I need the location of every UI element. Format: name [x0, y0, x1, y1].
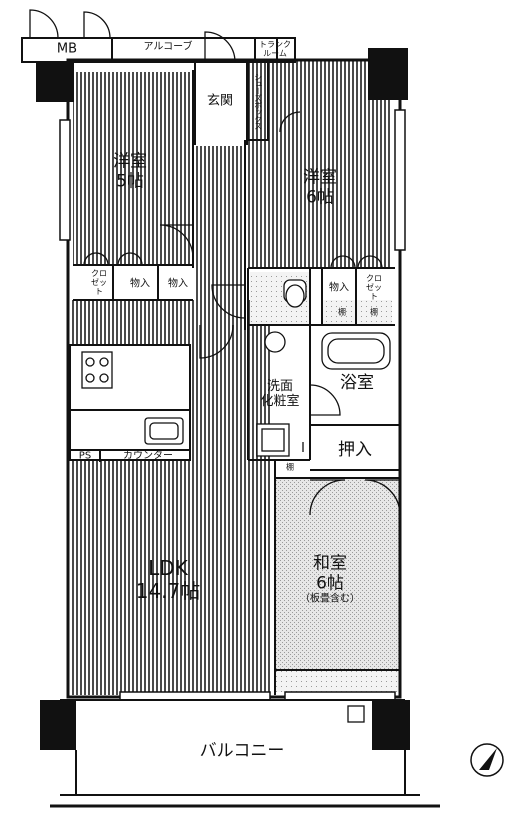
alcove-label: アルコーブ — [143, 41, 193, 53]
mb-label: MB — [56, 41, 78, 57]
column-ne — [368, 48, 408, 100]
western-room-b-size: 6帖 — [306, 187, 334, 207]
floor-western-room-b — [248, 60, 390, 267]
closet-b-label: クロゼット — [366, 274, 382, 302]
shelf-a-label: 棚 — [338, 307, 346, 317]
western-room-b-name: 洋室 — [303, 167, 337, 188]
ldk-name: LDK — [148, 556, 188, 580]
stove — [81, 351, 113, 389]
entrance-label: 玄関 — [206, 93, 234, 109]
japanese-room-size: 6帖 — [316, 573, 344, 594]
western-room-a-name: 洋室 — [113, 151, 147, 172]
western-room-a-size: 5帖 — [116, 171, 144, 191]
storage-c-label: 物入 — [329, 282, 349, 294]
ps-label: PS — [78, 450, 92, 462]
floor-areas — [70, 60, 400, 695]
column-sw — [40, 700, 76, 750]
counter-label: カウンター — [123, 450, 173, 462]
floor-entrance — [195, 68, 247, 146]
storage-b-label: 物入 — [168, 278, 188, 290]
balcony — [50, 699, 440, 808]
japanese-room-name: 和室 — [313, 553, 347, 574]
western-room-b-label: 洋室 6帖 — [303, 168, 337, 207]
balcony-label: バルコニー — [199, 741, 285, 762]
fixtures — [81, 279, 391, 457]
shelf-b-label: 棚 — [370, 307, 378, 317]
ldk-label: LDK 14.7帖 — [136, 557, 201, 603]
oshiire-label: 押入 — [337, 440, 373, 461]
bath-label: 浴室 — [340, 373, 374, 394]
floor-tatami-band — [275, 670, 400, 692]
columns — [36, 48, 410, 750]
wash-basin — [264, 331, 286, 353]
ldk-size: 14.7帖 — [135, 579, 201, 603]
shelf-c-label: 棚 — [286, 462, 294, 472]
japanese-room-note: （板畳含む） — [300, 593, 360, 605]
floor-hallway — [195, 145, 245, 330]
closet-a-label: クロゼット — [91, 269, 107, 297]
storage-a-label: 物入 — [130, 278, 150, 290]
column-se — [372, 700, 410, 750]
western-room-a-label: 洋室 5帖 — [113, 152, 147, 191]
doors — [29, 9, 401, 570]
column-nw — [36, 62, 74, 102]
north-arrow-icon — [470, 743, 504, 777]
floor-western-room-a — [73, 72, 193, 265]
washroom-label: 洗面 化粧室 — [260, 379, 300, 409]
walls — [21, 37, 402, 699]
shoes-box-label: シューズボックス — [253, 73, 263, 129]
floor-japanese-room — [275, 478, 400, 670]
trunk-room-label: トランクルーム — [259, 40, 291, 58]
japanese-room-label: 和室 6帖 （板畳含む） — [300, 553, 360, 606]
